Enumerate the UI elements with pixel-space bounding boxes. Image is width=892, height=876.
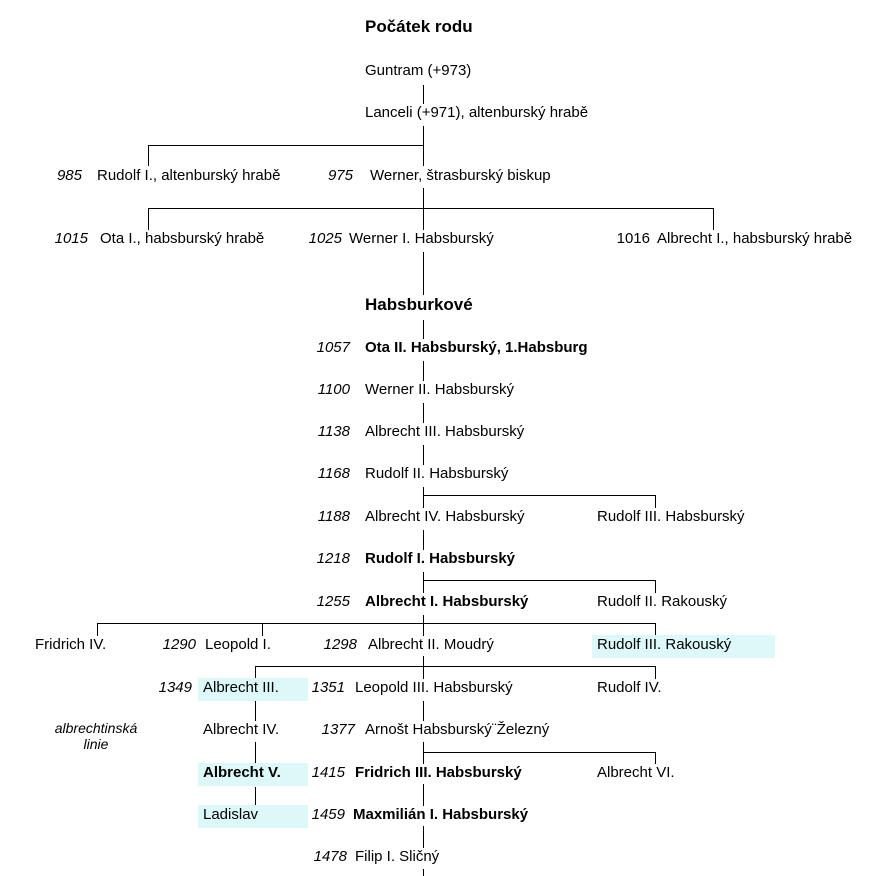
year-albrecht1-habsbursky: 1255 <box>316 593 350 610</box>
year-filip1: 1478 <box>313 848 347 865</box>
side-label-line2: linie <box>83 736 109 752</box>
year-leopold3: 1351 <box>311 679 345 696</box>
connector-h-albrecht2-children <box>255 666 656 667</box>
connector-v-trunk <box>423 252 424 295</box>
person-arnost: Arnošt Habsburský¨Železný <box>365 721 550 738</box>
person-albrecht1-hrabe: Albrecht I., habsburský hrabě <box>657 230 853 247</box>
connector-v-trunk <box>423 826 424 848</box>
person-albrecht1-habsbursky: Albrecht I. Habsburský <box>365 593 529 610</box>
connector-v-trunk <box>423 361 424 381</box>
connector-v-trunk <box>423 126 424 166</box>
person-ladislav: Ladislav <box>198 805 308 828</box>
connector-v-drop <box>148 208 149 230</box>
connector-h-albrecht1-children <box>97 623 656 624</box>
connector-v-trunk <box>423 615 424 636</box>
connector-h-lanceli-children <box>148 145 424 146</box>
person-rudolf1-habsbursky: Rudolf I. Habsburský <box>365 550 516 567</box>
connector-v-drop <box>655 623 656 636</box>
connector-v-drop <box>713 208 714 230</box>
connector-v-trunk <box>423 656 424 679</box>
connector-v-drop <box>655 495 656 508</box>
person-rudolf3-rakousky: Rudolf III. Rakouský <box>592 635 775 658</box>
person-albrecht6: Albrecht VI. <box>597 764 675 781</box>
person-albrecht5: Albrecht V. <box>198 763 308 786</box>
year-werner1: 1025 <box>308 230 342 247</box>
connector-v-trunk <box>423 530 424 550</box>
year-rudolf1-altenbursky: 985 <box>56 167 82 184</box>
title-pocatek-rodu: Počátek rodu <box>365 17 473 36</box>
year-arnost: 1377 <box>321 721 355 738</box>
person-rudolf3-habsbursky: Rudolf III. Habsburský <box>597 508 745 525</box>
person-fridrich4: Fridrich IV. <box>35 636 107 653</box>
person-albrecht3: Albrecht III. <box>198 678 308 701</box>
connector-h-rudolf1-children <box>423 580 656 581</box>
connector-v-trunk <box>423 869 424 876</box>
person-albrecht4-habsbursky: Albrecht IV. Habsburský <box>365 508 525 525</box>
year-leopold1: 1290 <box>162 636 196 653</box>
connector-v-albrecht-line <box>255 700 256 721</box>
person-leopold1: Leopold I. <box>205 636 271 653</box>
year-albrecht3-habsbursky: 1138 <box>317 423 350 440</box>
year-albrecht4-habsbursky: 1188 <box>317 508 350 525</box>
year-rudolf1-habsbursky: 1218 <box>316 550 350 567</box>
connector-h-rudolf2-children <box>423 495 656 496</box>
year-albrecht3: 1349 <box>158 679 192 696</box>
connector-v-drop <box>655 580 656 593</box>
year-albrecht2-moudry: 1298 <box>323 636 357 653</box>
connector-v-trunk <box>423 403 424 423</box>
person-filip1: Filip I. Sličný <box>355 848 440 865</box>
connector-v-drop <box>655 666 656 679</box>
connector-v-trunk <box>423 784 424 806</box>
connector-v-trunk <box>423 487 424 508</box>
year-maxmilian1: 1459 <box>311 806 345 823</box>
person-werner2: Werner II. Habsburský <box>365 381 514 398</box>
year-ota1: 1015 <box>54 230 88 247</box>
person-fridrich3: Fridrich III. Habsburský <box>355 764 522 781</box>
side-label-line1: albrechtinská <box>54 720 138 736</box>
year-werner2: 1100 <box>317 381 350 398</box>
side-label-albrechtinska-linie: albrechtinská linie <box>40 720 152 752</box>
year-rudolf2-habsbursky: 1168 <box>317 465 350 482</box>
year-fridrich3: 1415 <box>311 764 345 781</box>
connector-h-arnost-children <box>423 752 656 753</box>
person-ota2: Ota II. Habsburský, 1.Habsburg <box>365 339 588 356</box>
connector-v-trunk <box>423 742 424 764</box>
person-albrecht3-habsbursky: Albrecht III. Habsburský <box>365 423 525 440</box>
connector-v-drop <box>262 623 263 636</box>
person-rudolf4: Rudolf IV. <box>597 679 662 696</box>
person-ota1: Ota I., habsburský hrabě <box>100 230 265 247</box>
person-rudolf1-altenbursky: Rudolf I., altenburský hrabě <box>97 167 281 184</box>
year-ota2: 1057 <box>316 339 350 356</box>
connector-h-werner-children <box>148 208 714 209</box>
connector-v-albrecht-line <box>255 787 256 806</box>
year-werner-biskup: 975 <box>327 167 353 184</box>
person-leopold3: Leopold III. Habsburský <box>355 679 513 696</box>
connector-v-drop <box>655 752 656 764</box>
year-albrecht1-hrabe: 1016 <box>616 230 650 247</box>
person-rudolf2-habsbursky: Rudolf II. Habsburský <box>365 465 509 482</box>
connector-v-drop <box>97 623 98 636</box>
connector-v-trunk <box>423 85 424 104</box>
connector-v-drop <box>148 145 149 166</box>
connector-v-drop <box>255 666 256 679</box>
person-werner1: Werner I. Habsburský <box>349 230 494 247</box>
person-lanceli: Lanceli (+971), altenburský hrabě <box>365 104 589 121</box>
person-albrecht2-moudry: Albrecht II. Moudrý <box>368 636 494 653</box>
connector-v-albrecht-line <box>255 742 256 764</box>
person-maxmilian1: Maxmilián I. Habsburský <box>353 806 529 823</box>
person-albrecht4: Albrecht IV. <box>203 721 280 738</box>
person-werner-biskup: Werner, štrasburský biskup <box>370 167 551 184</box>
connector-v-trunk <box>423 320 424 339</box>
person-rudolf2-rakousky: Rudolf II. Rakouský <box>597 593 728 610</box>
title-habsburkove: Habsburkové <box>365 295 473 314</box>
person-guntram: Guntram (+973) <box>365 62 472 79</box>
connector-v-trunk <box>423 188 424 230</box>
connector-v-trunk <box>423 572 424 593</box>
connector-v-trunk <box>423 701 424 721</box>
connector-v-trunk <box>423 445 424 465</box>
